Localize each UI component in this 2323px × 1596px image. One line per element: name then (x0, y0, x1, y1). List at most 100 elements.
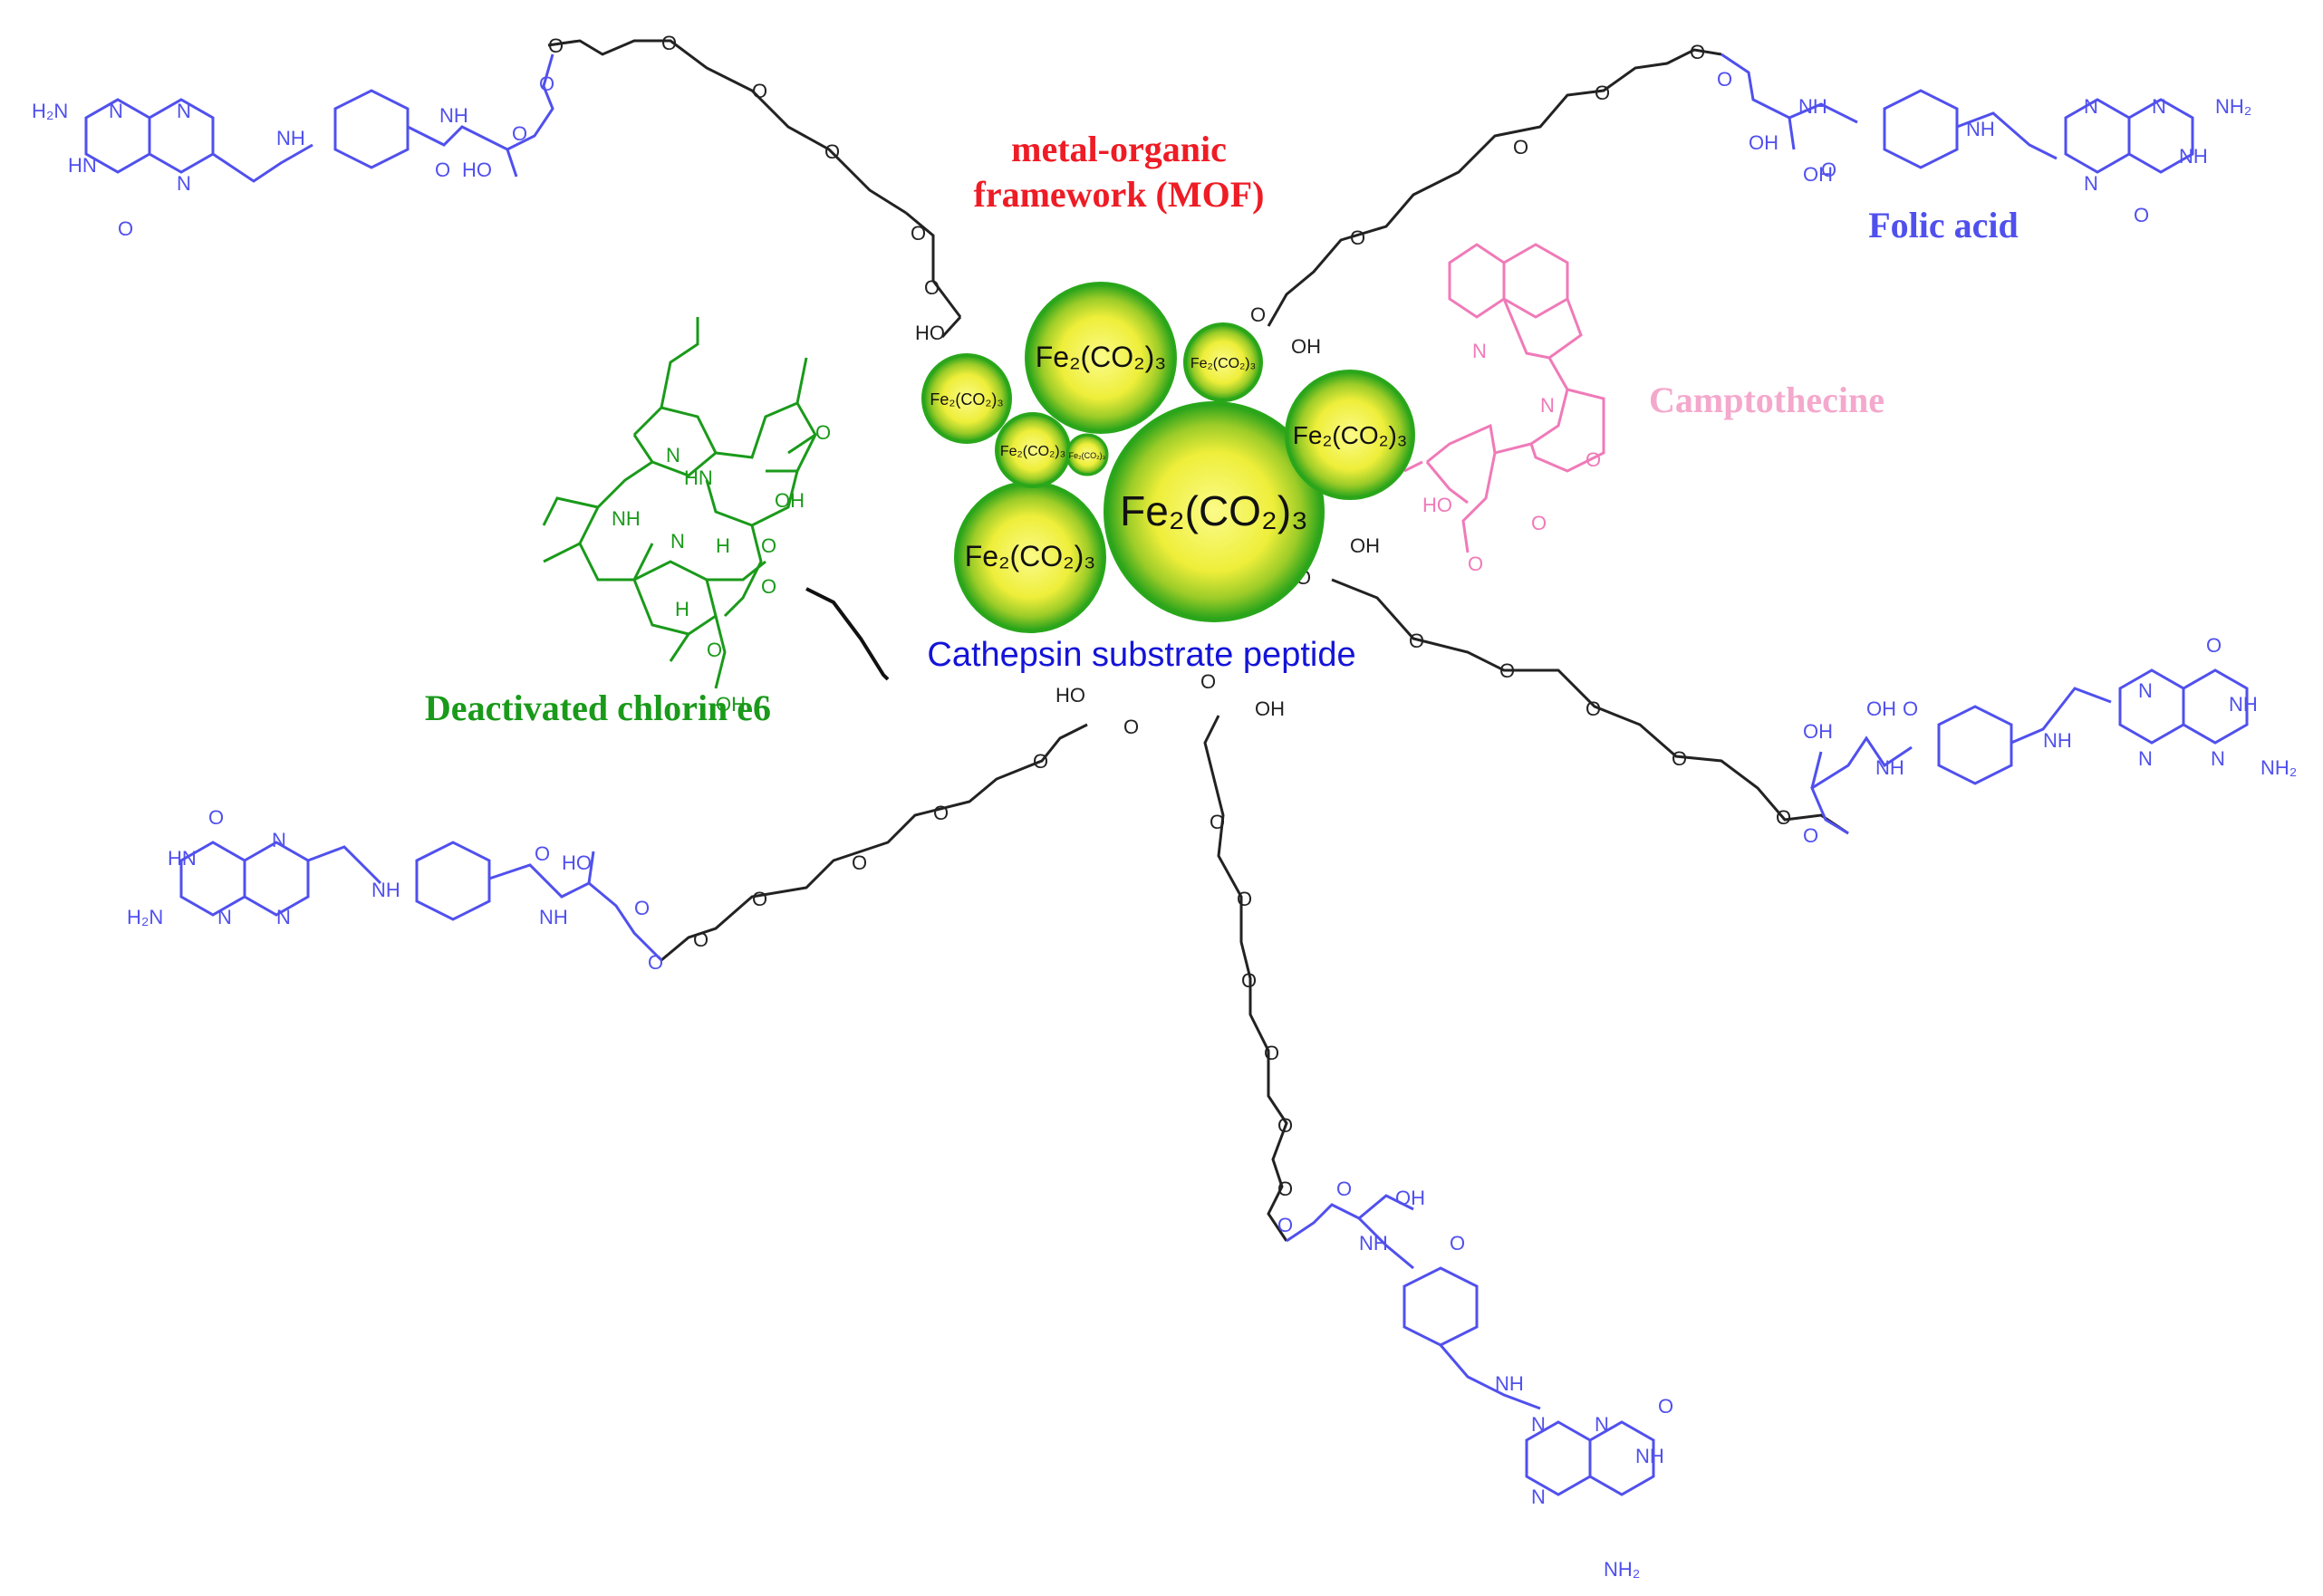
svg-text:O: O (933, 802, 949, 824)
svg-text:OH: OH (1350, 534, 1380, 557)
svg-text:Fe₂(CO₂)₃: Fe₂(CO₂)₃ (1293, 421, 1407, 449)
folate-right (1810, 668, 2249, 835)
svg-text:NH: NH (439, 104, 468, 127)
svg-text:N: N (2152, 95, 2166, 118)
folate-top-right-atoms: O NH OH O OH NH N N NH₂ N NH O (1717, 68, 2251, 226)
svg-text:N: N (272, 829, 286, 851)
svg-text:NH: NH (2043, 729, 2072, 752)
svg-text:HN: HN (168, 847, 197, 870)
svg-text:O: O (1586, 697, 1601, 720)
svg-text:O: O (752, 80, 767, 102)
svg-text:HO: HO (1422, 494, 1452, 516)
svg-text:N: N (2084, 95, 2098, 118)
svg-text:H₂N: H₂N (127, 906, 163, 928)
svg-text:O: O (1033, 750, 1048, 773)
svg-text:N: N (177, 100, 191, 122)
carboxyl-groups: HO O O OH OH O HO O O OH (915, 276, 1380, 738)
svg-text:O: O (1350, 226, 1365, 249)
svg-text:NH: NH (1875, 756, 1904, 779)
mof-particle-small-left: Fe₂(CO₂)₃ (921, 353, 1012, 444)
svg-text:OH: OH (1803, 163, 1833, 186)
svg-text:OH: OH (1291, 335, 1321, 358)
label-mof-line1: metal-organic (1011, 129, 1227, 169)
svg-text:Fe₂(CO₂)₃: Fe₂(CO₂)₃ (965, 540, 1096, 572)
peg-linker-top-left (547, 39, 962, 339)
camptothecine-atoms: N N O O O HO (1422, 340, 1601, 575)
chlorin-e6-structure (542, 317, 817, 689)
svg-text:N: N (1531, 1485, 1546, 1508)
svg-text:NH: NH (1495, 1372, 1524, 1395)
label-chlorin-e6: Deactivated chlorin e6 (425, 687, 771, 728)
svg-text:OH: OH (775, 489, 805, 512)
svg-text:O: O (1237, 888, 1252, 910)
svg-text:Fe₂(CO₂)₃: Fe₂(CO₂)₃ (1036, 341, 1167, 373)
mof-particle-large: Fe₂(CO₂)₃ (1104, 401, 1325, 622)
mof-particle-tiny: Fe₂(CO₂)₃ (1065, 433, 1109, 476)
svg-text:NH: NH (371, 879, 400, 901)
svg-text:O: O (1658, 1395, 1673, 1418)
svg-text:NH: NH (2229, 693, 2258, 716)
svg-text:N: N (1540, 394, 1555, 417)
svg-text:O: O (1200, 670, 1216, 693)
svg-text:O: O (1264, 1042, 1279, 1064)
svg-text:Fe₂(CO₂)₃: Fe₂(CO₂)₃ (1000, 444, 1065, 459)
svg-text:O: O (1409, 630, 1424, 652)
svg-text:N: N (109, 100, 123, 122)
svg-text:O: O (1821, 159, 1836, 181)
peg-linker-right (1331, 578, 1849, 835)
svg-text:N: N (177, 172, 191, 195)
folate-right-atoms: O OH NH O OH NH N N N NH O NH₂ (1803, 634, 2297, 847)
svg-text:NH: NH (1635, 1445, 1664, 1467)
svg-text:O: O (1717, 68, 1732, 91)
svg-text:N: N (217, 906, 232, 928)
mof-particle-small-mid: Fe₂(CO₂)₃ (995, 412, 1071, 488)
svg-text:O: O (852, 851, 867, 874)
label-camptothecine: Camptothecine (1649, 380, 1884, 420)
svg-text:NH₂: NH₂ (1604, 1558, 1640, 1581)
svg-text:H: H (675, 598, 689, 620)
svg-text:HN: HN (684, 466, 713, 489)
svg-text:OH: OH (1749, 131, 1778, 154)
svg-text:O: O (661, 32, 677, 54)
svg-text:O: O (1277, 1214, 1293, 1236)
svg-text:NH: NH (1359, 1232, 1388, 1255)
svg-text:NH: NH (1798, 95, 1827, 118)
svg-text:O: O (1672, 747, 1687, 770)
svg-text:O: O (1241, 969, 1257, 992)
svg-text:Fe₂(CO₂)₃: Fe₂(CO₂)₃ (1069, 451, 1106, 460)
folate-bottom-left-atoms: O N HN H₂N N N NH O HO NH O O (127, 806, 663, 974)
svg-text:O: O (824, 140, 840, 163)
svg-text:O: O (548, 34, 564, 57)
svg-text:O: O (535, 842, 550, 865)
label-mof-line2: framework (MOF) (974, 174, 1265, 215)
folate-top-right (1721, 53, 2194, 174)
svg-text:N: N (1595, 1413, 1609, 1436)
svg-text:O: O (1803, 824, 1818, 847)
svg-text:O: O (539, 72, 554, 95)
svg-text:O: O (435, 159, 450, 181)
folate-top-left-atoms: H₂N N N HN N O NH O NH HO O O (32, 72, 554, 240)
svg-text:Fe₂(CO₂)₃: Fe₂(CO₂)₃ (930, 390, 1003, 409)
svg-text:NH: NH (1966, 118, 1995, 140)
svg-text:O: O (1690, 41, 1705, 63)
svg-text:N: N (276, 906, 291, 928)
mof-particle-left: Fe₂(CO₂)₃ (954, 481, 1106, 633)
svg-text:O: O (2134, 204, 2149, 226)
svg-text:NH₂: NH₂ (2260, 756, 2297, 779)
svg-text:O: O (815, 421, 831, 444)
mof-particle-cluster: Fe₂(CO₂)₃ Fe₂(CO₂)₃ Fe₂(CO₂)₃ Fe₂(CO₂)₃ … (921, 282, 1415, 633)
svg-text:O: O (1499, 659, 1515, 682)
svg-text:NH: NH (276, 127, 305, 149)
svg-text:O: O (1776, 806, 1791, 829)
svg-text:HN: HN (68, 154, 97, 177)
svg-text:Fe₂(CO₂)₃: Fe₂(CO₂)₃ (1190, 356, 1256, 371)
folate-bottom (1286, 1194, 1655, 1496)
svg-text:O: O (1336, 1178, 1352, 1200)
svg-text:N: N (670, 530, 685, 553)
svg-text:N: N (1472, 340, 1487, 362)
svg-text:HO: HO (1055, 684, 1085, 707)
svg-text:O: O (924, 276, 940, 299)
svg-text:HO: HO (562, 851, 592, 874)
svg-text:O: O (911, 222, 926, 245)
peg-oxygen-atoms: O O O O O O O O O O O O O O O O O O O O … (548, 32, 1791, 1200)
